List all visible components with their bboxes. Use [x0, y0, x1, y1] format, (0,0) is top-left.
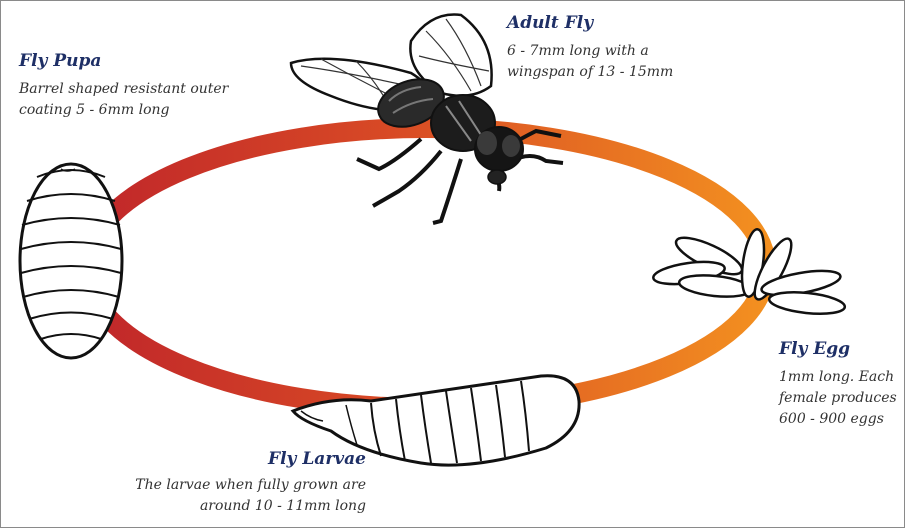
- fly-larvae-line-1: The larvae when fully grown are: [135, 475, 366, 496]
- fly-pupa-title: Fly Pupa: [19, 51, 228, 71]
- fly-egg-title: Fly Egg: [779, 339, 897, 359]
- fly-egg-line-1: 1mm long. Each: [779, 367, 897, 388]
- fly-pupa-label: Fly Pupa Barrel shaped resistant outer c…: [19, 51, 228, 121]
- fly-pupa-line-2: coating 5 - 6mm long: [19, 100, 228, 121]
- adult-fly-label: Adult Fly 6 - 7mm long with a wingspan o…: [507, 13, 673, 83]
- fly-larvae-title: Fly Larvae: [135, 449, 366, 469]
- adult-fly-description: 6 - 7mm long with a wingspan of 13 - 15m…: [507, 41, 673, 83]
- adult-fly-title: Adult Fly: [507, 13, 673, 33]
- fly-larvae-label: Fly Larvae The larvae when fully grown a…: [135, 449, 366, 517]
- pupa-illustration: [20, 164, 122, 358]
- fly-pupa-line-1: Barrel shaped resistant outer: [19, 79, 228, 100]
- adult-fly-line-2: wingspan of 13 - 15mm: [507, 62, 673, 83]
- fly-pupa-description: Barrel shaped resistant outer coating 5 …: [19, 79, 228, 121]
- fly-egg-line-2: female produces: [779, 388, 897, 409]
- fly-larvae-description: The larvae when fully grown are around 1…: [135, 475, 366, 517]
- fly-larvae-line-2: around 10 - 11mm long: [135, 496, 366, 517]
- fly-egg-line-3: 600 - 900 eggs: [779, 409, 897, 430]
- fly-egg-label: Fly Egg 1mm long. Each female produces 6…: [779, 339, 897, 430]
- fly-egg-description: 1mm long. Each female produces 600 - 900…: [779, 367, 897, 430]
- adult-fly-line-1: 6 - 7mm long with a: [507, 41, 673, 62]
